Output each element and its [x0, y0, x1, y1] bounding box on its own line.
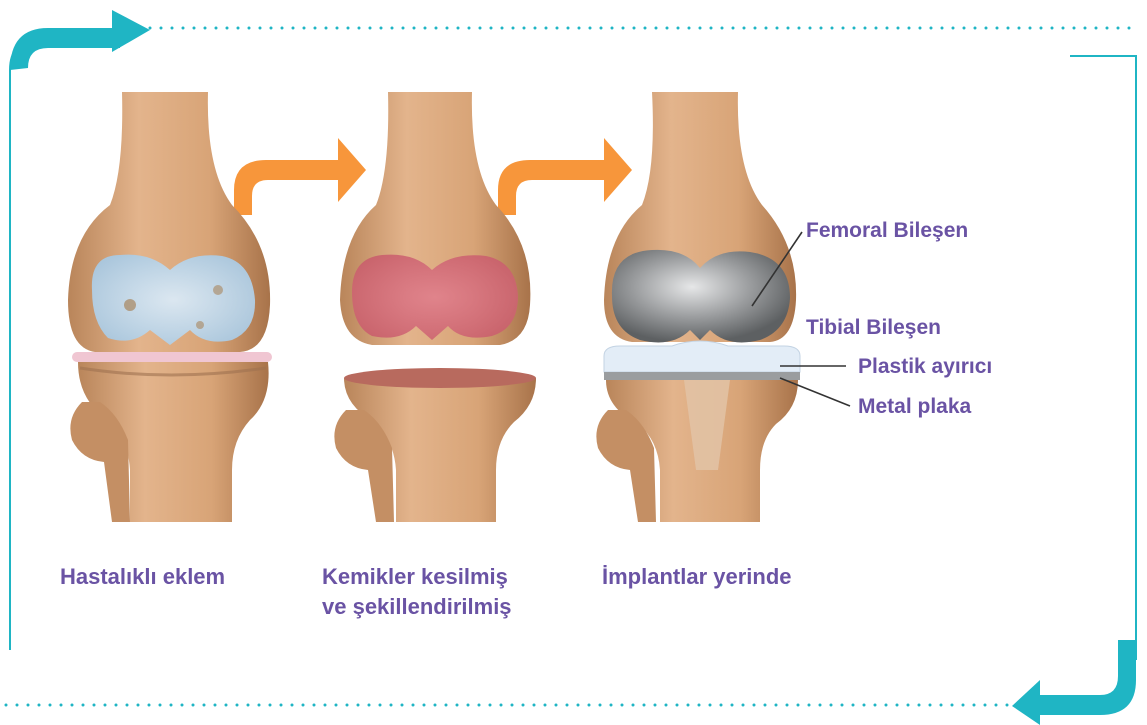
- caption-implants: İmplantlar yerinde: [602, 562, 792, 592]
- arrow-right-icon: [112, 10, 150, 52]
- label-metal-plate: Metal plaka: [858, 395, 971, 419]
- right-frame-line: [1070, 56, 1136, 660]
- knee-cut: [334, 92, 536, 522]
- label-tibial-component: Tibial Bileşen: [806, 316, 941, 340]
- knee-diseased: [68, 92, 272, 522]
- caption-bones-cut-line1: Kemikler kesilmiş: [322, 562, 512, 592]
- caption-diseased-joint: Hastalıklı eklem: [60, 562, 225, 592]
- process-arrow-2: [498, 138, 632, 215]
- right-frame-bar: [1040, 640, 1136, 715]
- metal-plate: [604, 372, 800, 380]
- knee-implant: [596, 92, 800, 522]
- caption-bones-cut-line2: ve şekillendirilmiş: [322, 592, 512, 622]
- label-femoral-component: Femoral Bileşen: [806, 219, 968, 243]
- caption-bones-cut: Kemikler kesilmiş ve şekillendirilmiş: [322, 562, 512, 622]
- left-frame-bar: [10, 28, 120, 70]
- process-arrow-1: [234, 138, 366, 215]
- plastic-spacer: [604, 341, 800, 372]
- meniscus: [72, 352, 272, 362]
- label-plastic-spacer: Plastik ayırıcı: [858, 355, 992, 379]
- cut-surface-tibia: [344, 368, 536, 388]
- arrow-left-icon: [1012, 680, 1040, 725]
- diseased-cartilage: [92, 255, 255, 345]
